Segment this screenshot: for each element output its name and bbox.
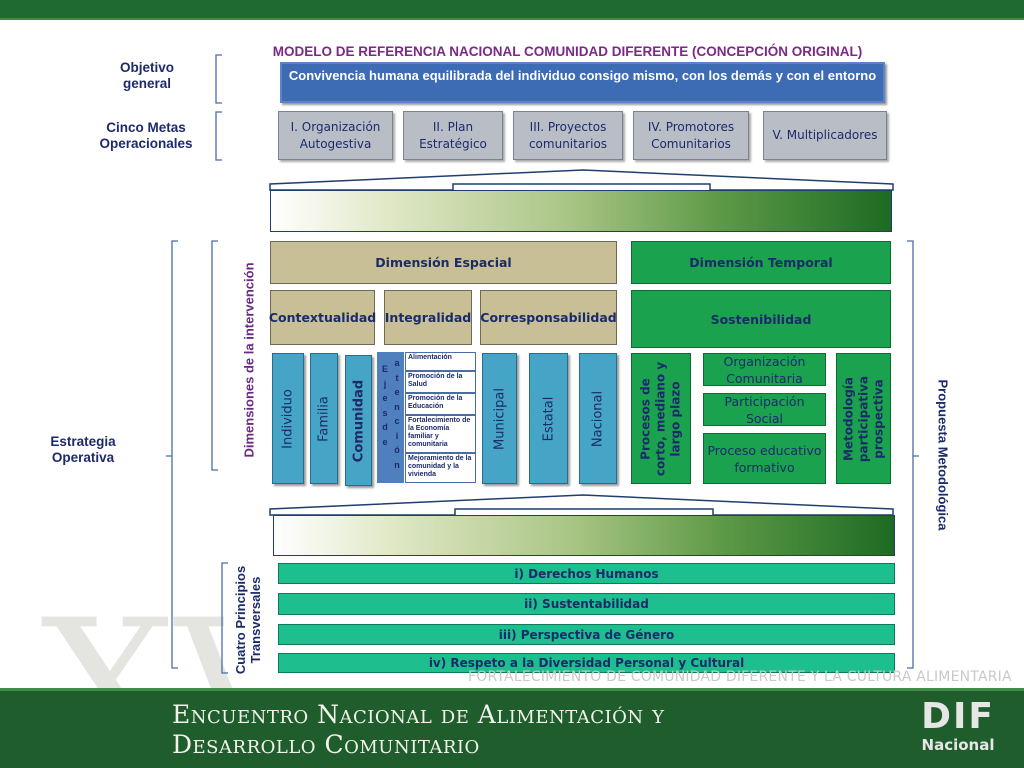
principio-perspectiva-genero: iii) Perspectiva de Género — [278, 624, 895, 645]
sostenibilidad-box: Sostenibilidad — [631, 290, 891, 348]
column-nacional: Nacional — [579, 353, 617, 484]
column-individuo: Individuo — [272, 353, 304, 484]
ejes-letter: c — [394, 416, 400, 426]
integralidad-box: Integralidad — [384, 290, 472, 345]
ejes-letter: e — [394, 387, 400, 397]
comunidad-text: Comunidad — [351, 379, 366, 462]
proceso-educativo-box: Proceso educativo formativo — [703, 433, 826, 484]
column-estatal: Estatal — [529, 353, 568, 484]
procesos-box: Procesos de corto, mediano y largo plazo — [631, 353, 691, 484]
ejes-list: Alimentación Promoción de la Salud Promo… — [405, 352, 476, 483]
propuesta-text: Propuesta Metodológica — [935, 379, 951, 531]
footer-line2: Desarrollo Comunitario — [172, 730, 480, 759]
label-dimensiones: Dimensiones de la intervención — [236, 245, 262, 475]
dimension-espacial-box: Dimensión Espacial — [270, 241, 617, 284]
meta-label: II. Plan Estratégico — [419, 119, 487, 151]
column-familia: Familia — [310, 353, 338, 484]
upper-gradient-bar — [270, 190, 892, 232]
eje-alimentacion: Alimentación — [405, 352, 476, 371]
individuo-text: Individuo — [280, 388, 296, 449]
eje-salud: Promoción de la Salud — [405, 371, 476, 393]
dif-logo-text: DIF — [921, 696, 995, 737]
ejes-letter: i — [395, 430, 399, 441]
lower-gradient-bar — [273, 515, 895, 556]
dif-logo-sub: Nacional — [921, 736, 995, 754]
corresponsabilidad-box: Corresponsabilidad — [480, 290, 617, 345]
footer-bar — [0, 688, 1024, 768]
ejes-letter: j — [383, 378, 387, 389]
eje-educacion: Promoción de la Educación — [405, 393, 476, 415]
principios-line1: Cuatro Principios — [233, 565, 248, 675]
column-municipal: Municipal — [482, 353, 517, 484]
principio-respeto-diversidad: iv) Respeto a la Diversidad Personal y C… — [278, 653, 895, 673]
estatal-text: Estatal — [541, 396, 556, 441]
nacional-text: Nacional — [590, 390, 606, 447]
ejes-letter: n — [394, 401, 400, 412]
ejes-letter: s — [382, 407, 388, 418]
label-estrategia-operativa: Estrategia Operativa — [50, 434, 116, 465]
procesos-text: Procesos de corto, mediano y largo plazo — [638, 361, 683, 476]
label-propuesta-metodologica: Propuesta Metodológica — [930, 245, 956, 665]
contextualidad-box: Contextualidad — [269, 290, 376, 345]
meta-organizacion: I. Organización Autogestiva — [278, 111, 393, 160]
footer-title: Encuentro Nacional de Alimentación y Des… — [172, 700, 664, 760]
meta-label: IV. Promotores Comunitarios — [647, 119, 735, 151]
column-comunidad: Comunidad — [345, 355, 372, 486]
participacion-social-box: Participación Social — [703, 393, 826, 426]
ejes-letter: E — [381, 364, 388, 374]
top-bar — [0, 0, 1024, 20]
ejes-letter: ó — [394, 445, 400, 455]
ejes-letter: d — [382, 422, 388, 432]
ejes-letter: e — [382, 393, 388, 403]
ejes-letter: n — [394, 459, 400, 470]
principio-sustentabilidad: ii) Sustentabilidad — [278, 593, 895, 615]
label-cuatro-principios: Cuatro Principios Transversales — [228, 560, 268, 680]
meta-label: I. Organización Autogestiva — [290, 119, 381, 151]
dimension-temporal-box: Dimensión Temporal — [631, 241, 891, 284]
meta-label: III. Proyectos comunitarios — [528, 119, 608, 151]
meta-promotores: IV. Promotores Comunitarios — [633, 111, 749, 160]
bracket-propuesta — [907, 240, 919, 669]
principio-derechos-humanos: i) Derechos Humanos — [278, 563, 895, 584]
meta-multiplicadores: V. Multiplicadores — [763, 111, 887, 160]
bracket-objetivo — [215, 54, 222, 104]
ejes-letter: e — [382, 436, 388, 447]
dimensiones-text: Dimensiones de la intervención — [241, 262, 257, 458]
ejes-letter: a — [394, 358, 400, 368]
principios-line2: Transversales — [248, 576, 263, 664]
label-objetivo-general: Objetivo general — [119, 60, 174, 91]
eje-vivienda: Mejoramiento de la comunidad y la vivien… — [405, 453, 476, 483]
dif-logo: DIF Nacional — [910, 698, 1006, 760]
meta-label: V. Multiplicadores — [772, 128, 878, 142]
objective-box: Convivencia humana equilibrada del indiv… — [280, 62, 885, 103]
bracket-dimensiones — [211, 240, 218, 471]
metodologia-text: Metodología participativa prospectiva — [841, 375, 885, 462]
meta-plan-estrategico: II. Plan Estratégico — [403, 111, 503, 160]
eje-economia: Fortalecimiento de la Economía familiar … — [405, 415, 476, 453]
municipal-text: Municipal — [492, 387, 507, 450]
ejes-letter: t — [395, 372, 399, 383]
label-cinco-metas: Cinco Metas Operacionales — [99, 120, 193, 151]
footer-line1: Encuentro Nacional de Alimentación y — [172, 700, 665, 729]
meta-proyectos: III. Proyectos comunitarios — [513, 111, 623, 160]
metodologia-box: Metodología participativa prospectiva — [836, 353, 891, 484]
familia-text: Familia — [316, 395, 332, 442]
diagram-title: MODELO DE REFERENCIA NACIONAL COMUNIDAD … — [272, 44, 863, 59]
bracket-metas — [215, 111, 222, 161]
subtitle-fortalecimiento: FORTALECIMIENTO DE COMUNIDAD DIFERENTE Y… — [468, 669, 1012, 685]
organizacion-comunitaria-box: Organización Comunitaria — [703, 353, 826, 386]
